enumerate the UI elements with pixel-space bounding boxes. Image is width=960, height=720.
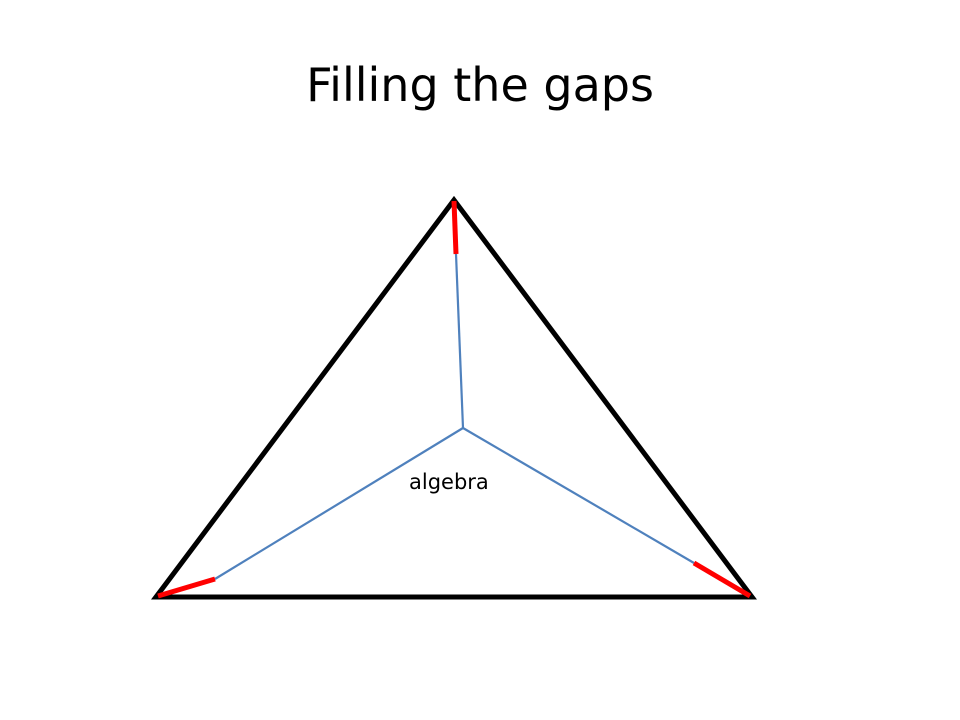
slide-title: Filling the gaps: [306, 58, 654, 112]
gap-segment-right: [692, 560, 752, 599]
connector-left: [214, 427, 464, 580]
center-label: algebra: [409, 470, 489, 494]
outer-triangle: [150, 195, 758, 600]
connector-top: [454, 253, 465, 429]
gap-segment-top: [451, 200, 459, 255]
connector-right: [462, 427, 695, 564]
gap-segment-left: [157, 576, 216, 599]
